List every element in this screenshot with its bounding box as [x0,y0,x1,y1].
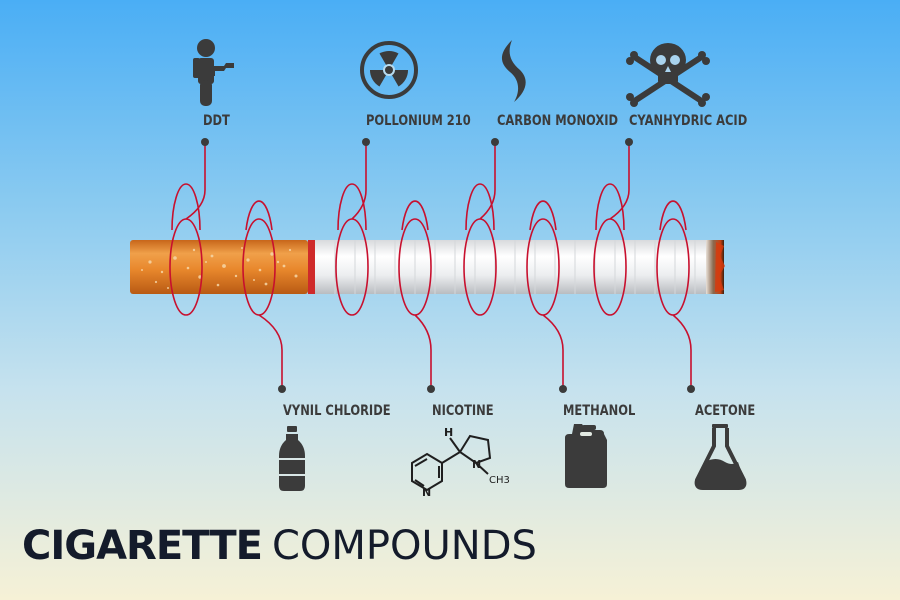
leader-dots [201,138,695,393]
nicotine-molecule-icon [411,434,492,492]
title-bold: CIGARETTE [22,523,263,569]
smoke-icon [501,40,526,102]
ember-glow [715,242,725,292]
molecule-h: H [444,426,453,439]
cigarette-filter [130,240,308,294]
ring-back-6 [529,200,557,231]
ring-back-1 [171,183,201,231]
dot-pollonium [362,138,370,146]
jerrycan-icon [565,424,607,488]
dot-methanol [559,385,567,393]
title-light: COMPOUNDS [271,523,537,569]
label-acetone: ACETONE [695,403,756,419]
ring-backs [171,183,687,231]
filter-speckles [141,247,298,289]
dot-acetone [687,385,695,393]
dot-nicotine [427,385,435,393]
cigarette [130,240,725,294]
paper-seams [334,240,696,294]
ring-back-7 [595,183,625,231]
sprayer-person-icon [193,39,234,106]
filter-band [308,240,315,294]
ring-back-2 [245,200,273,231]
leader-methanol [542,314,564,388]
dot-vynil [278,385,286,393]
label-cyanhydric-acid: CYANHYDRIC ACID [629,113,748,129]
dot-carbon [491,138,499,146]
leader-carbon [479,143,496,220]
dot-cyanhydric [625,138,633,146]
leader-acetone [672,314,692,388]
label-carbon-monoxid: CARBON MONOXID [497,113,619,129]
leader-ddt [185,143,206,220]
molecule-n-ring: N [422,486,431,499]
label-ddt: DDT [203,113,230,129]
flask-icon [694,424,747,490]
ring-back-3 [337,183,367,231]
molecule-methyl: CH3 [489,475,510,486]
molecule-n-chain: N [472,458,481,471]
leader-cyanhydric [609,143,630,220]
label-nicotine: NICOTINE [432,403,494,419]
bottle-icon [279,426,305,491]
leader-nicotine [414,314,432,388]
radiation-icon [360,41,418,99]
ring-back-5 [465,183,495,231]
leader-pollonium [351,143,367,220]
dot-ddt [201,138,209,146]
leader-lines [185,143,692,388]
ring-back-4 [401,200,429,231]
leader-vynil [258,314,283,388]
label-pollonium: POLLONIUM 210 [366,113,471,129]
cigarette-paper [315,240,708,294]
ring-back-8 [659,200,687,231]
skull-crossbones-icon [626,43,710,107]
label-vynil-chloride: VYNIL CHLORIDE [283,403,391,419]
label-methanol: METHANOL [563,403,636,419]
